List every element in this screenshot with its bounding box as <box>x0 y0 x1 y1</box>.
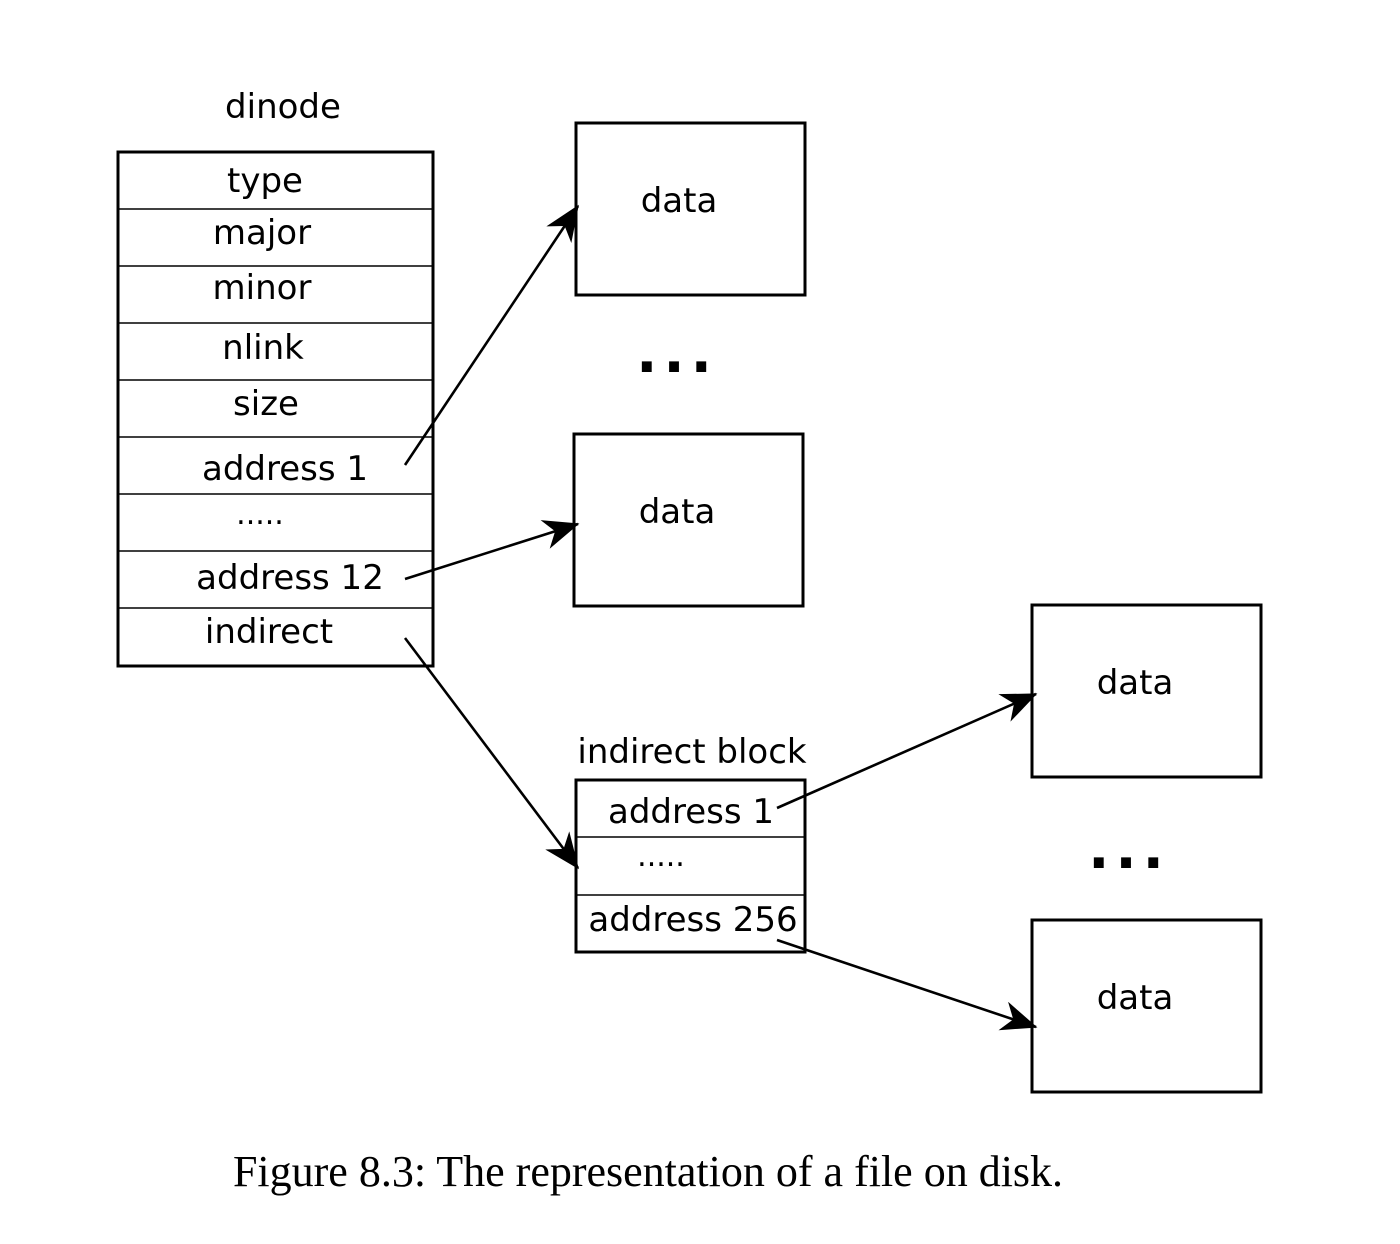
data-block-2-label: data <box>639 492 716 532</box>
figure-caption: Figure 8.3: The representation of a file… <box>233 1147 1063 1196</box>
data-block-4-label: data <box>1097 978 1174 1018</box>
data-block-3-label: data <box>1097 663 1174 703</box>
data-block-4 <box>1030 918 1263 1094</box>
ellipsis-upper: ... <box>636 321 718 386</box>
data-block-1 <box>574 121 807 297</box>
arrow-indirect-address1-to-data <box>776 692 1038 810</box>
dinode-field-address-12: address 12 <box>196 558 384 598</box>
dinode-field-nlink: nlink <box>222 328 304 368</box>
arrow-indirect-address256-to-data <box>776 938 1038 1031</box>
indirect-field-ellipsis: ..... <box>637 839 685 874</box>
dinode-field-minor: minor <box>213 268 312 308</box>
indirect-field-address-1: address 1 <box>608 792 774 832</box>
dinode-field-type: type <box>227 161 303 201</box>
arrow-indirect-to-indirect-block <box>403 637 580 870</box>
arrow-address12-to-data <box>404 520 580 581</box>
data-block-2 <box>572 432 805 608</box>
dinode-field-indirect: indirect <box>205 612 333 652</box>
dinode-title: dinode <box>225 87 341 127</box>
dinode-field-major: major <box>213 213 311 253</box>
dinode-field-ellipsis: ..... <box>236 497 284 532</box>
arrow-address1-to-data <box>403 204 580 466</box>
data-block-1-label: data <box>641 181 718 221</box>
indirect-block-table <box>574 778 807 954</box>
dinode-field-size: size <box>233 384 299 424</box>
dinode-field-address-1: address 1 <box>202 449 368 489</box>
indirect-field-address-256: address 256 <box>588 900 797 940</box>
ellipsis-lower: ... <box>1088 817 1170 882</box>
dinode-table <box>116 150 435 668</box>
indirect-block-title: indirect block <box>577 732 807 772</box>
data-block-3 <box>1030 603 1263 779</box>
